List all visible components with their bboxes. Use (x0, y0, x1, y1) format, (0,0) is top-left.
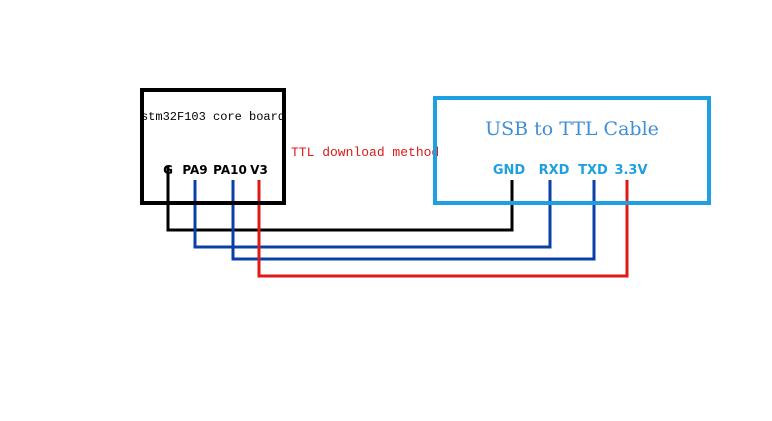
core-pin-label-pa10: PA10 (213, 163, 247, 177)
ttl-download-method-label: TTL download method (291, 145, 439, 160)
cable-pin-label-rxd: RXD (539, 163, 570, 178)
usb-ttl-cable-box (433, 96, 711, 205)
wire-pa9-to-rxd (193, 180, 552, 249)
wire-pa10-to-txd (231, 180, 596, 261)
core-pin-label-v3: V3 (250, 163, 268, 177)
core-board-title: stm32F103 core board (141, 110, 285, 124)
cable-title: USB to TTL Cable (485, 118, 659, 140)
cable-pin-label-3v3: 3.3V (614, 163, 647, 178)
wire-v3-to-33v (257, 180, 629, 278)
core-pin-label-g: G (163, 163, 173, 177)
cable-pin-label-txd: TXD (578, 163, 608, 178)
cable-pin-label-gnd: GND (493, 163, 526, 178)
core-board-box (140, 88, 286, 205)
core-pin-label-pa9: PA9 (182, 163, 207, 177)
